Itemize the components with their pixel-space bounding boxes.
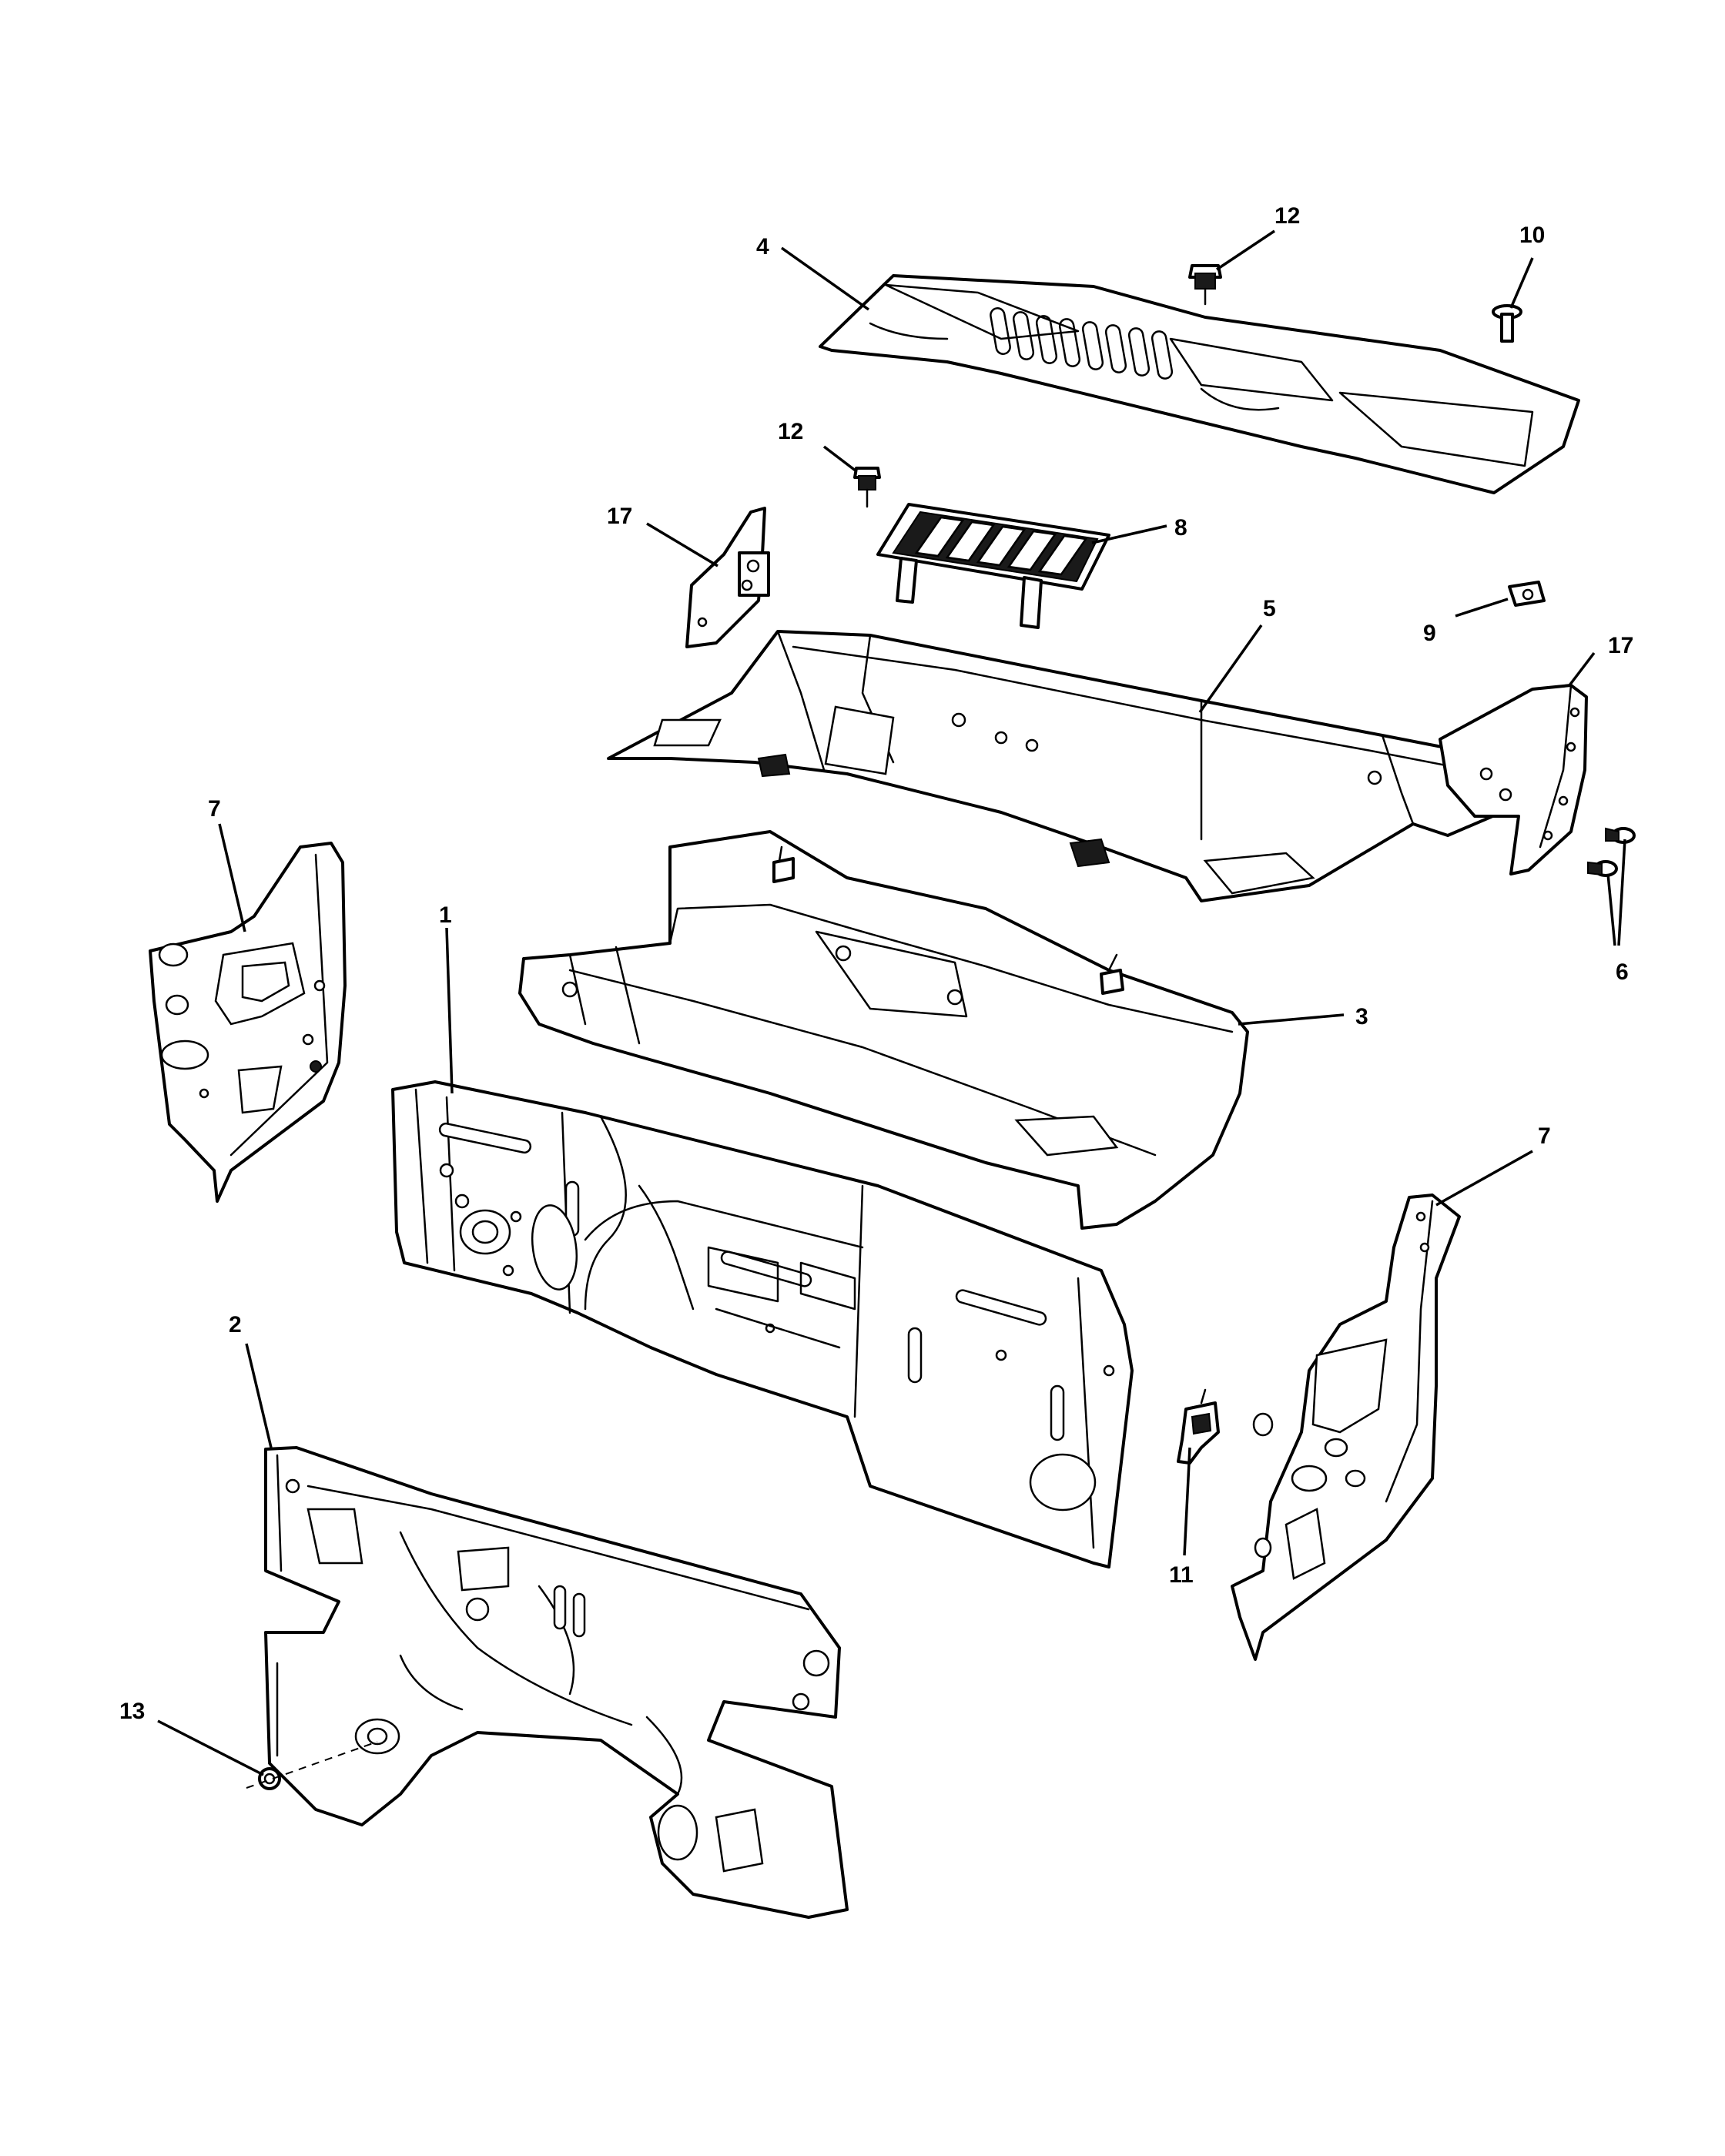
callout-17-right: 17 xyxy=(1608,633,1633,658)
part-17-bracket-right xyxy=(1439,684,1588,875)
part-9-clip-nut xyxy=(1508,581,1546,607)
callout-4: 4 xyxy=(756,234,769,259)
leader-lines xyxy=(157,229,1626,1776)
part-13-grommet xyxy=(258,1767,281,1790)
part-8-vent-grille xyxy=(876,503,1110,629)
callout-12-lower: 12 xyxy=(778,419,803,444)
part-7-side-panel-right xyxy=(1231,1194,1461,1661)
part-11-bracket xyxy=(1177,1388,1220,1465)
callout-7-left: 7 xyxy=(208,796,221,822)
callout-17-left: 17 xyxy=(607,504,632,529)
part-4-cowl-top-panel xyxy=(819,274,1580,494)
part-1-dash-panel xyxy=(391,1080,1134,1568)
callout-labels: 4 12 10 12 8 17 5 9 17 7 6 1 3 7 11 2 13 xyxy=(119,203,1633,1724)
callout-10: 10 xyxy=(1519,223,1545,248)
callout-8: 8 xyxy=(1174,515,1187,541)
callout-1: 1 xyxy=(439,902,452,928)
callout-3: 3 xyxy=(1355,1004,1368,1029)
part-17-bracket-left xyxy=(685,507,770,648)
grille-bars xyxy=(914,516,1088,576)
cowl-vent-slots xyxy=(990,307,1174,380)
part-2-dash-insulator xyxy=(264,1446,849,1919)
callout-2: 2 xyxy=(229,1312,242,1337)
part-7-side-panel-left xyxy=(149,842,347,1203)
callout-12-upper: 12 xyxy=(1274,203,1300,229)
part-12-push-clip-lower xyxy=(853,467,881,508)
callout-13: 13 xyxy=(119,1699,145,1724)
part-6-screws xyxy=(1587,827,1636,877)
callout-6: 6 xyxy=(1616,959,1629,985)
callout-7-right: 7 xyxy=(1538,1123,1551,1149)
part-10-bolt xyxy=(1492,304,1522,343)
callout-11: 11 xyxy=(1169,1562,1194,1588)
callout-5: 5 xyxy=(1263,596,1276,621)
grommet-dash-line xyxy=(246,1741,378,1789)
part-3-cowl-reinforcement xyxy=(518,830,1249,1230)
part-12-push-clip-upper xyxy=(1188,264,1222,306)
part-5-cowl-plenum-panel xyxy=(607,630,1530,902)
callout-9: 9 xyxy=(1423,621,1436,646)
